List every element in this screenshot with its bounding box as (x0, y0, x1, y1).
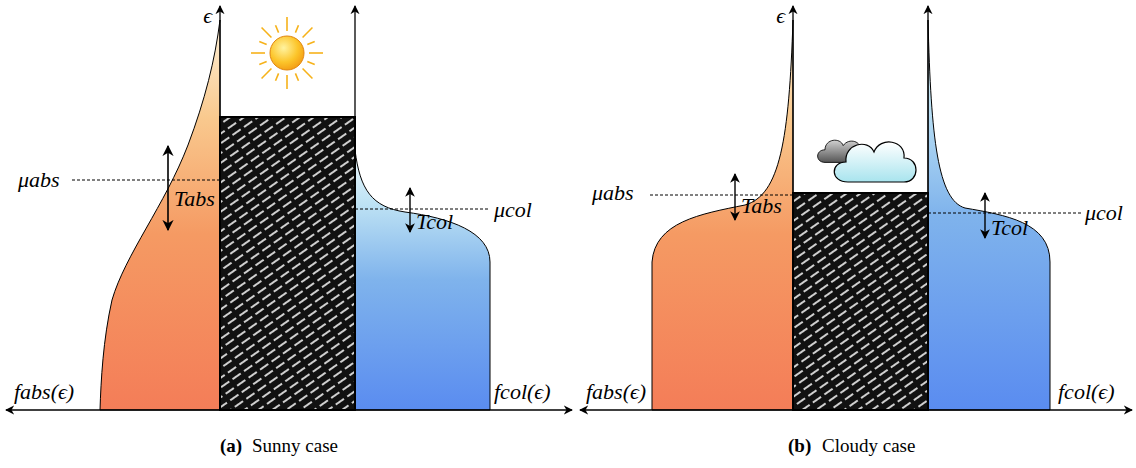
temperature-label: Tcol (416, 210, 453, 234)
sun-ray (276, 25, 279, 32)
sun-ray (309, 52, 323, 54)
sun-ray (307, 61, 314, 64)
sun-ray (259, 42, 266, 45)
sunny-panel (6, 6, 572, 410)
temperature-label: Tabs (174, 187, 215, 211)
temperature-arrow (984, 193, 985, 238)
caption-text: Sunny case (252, 436, 338, 457)
energy-axis (927, 6, 928, 410)
distribution-axis (6, 409, 572, 410)
distribution-label: fabs(ϵ) (14, 380, 74, 404)
energy-axis (354, 6, 355, 410)
sun-ray (262, 28, 272, 38)
collector-distribution (928, 20, 1050, 410)
temperature-arrow (167, 146, 169, 230)
sun-icon (251, 17, 323, 89)
chemical-potential-label: μcol (1085, 201, 1123, 225)
temperature-arrow (734, 174, 735, 220)
sun-ray (259, 61, 266, 64)
chemical-potential-label: μcol (494, 198, 532, 222)
caption-text: Cloudy case (822, 436, 915, 457)
hatched-barrier (220, 117, 355, 410)
chemical-potential-label: μabs (592, 181, 634, 205)
caption-tag: (a) (220, 436, 242, 457)
absorber-distribution (100, 20, 220, 410)
distribution-axis (580, 409, 1132, 410)
chemical-potential-line (72, 180, 220, 181)
axis-label: ϵ (203, 4, 212, 28)
temperature-arrow (409, 188, 410, 232)
sun-ray (295, 73, 298, 80)
distribution-label: fcol(ϵ) (1058, 380, 1115, 404)
sun-ray (276, 73, 279, 80)
hatched-barrier (793, 193, 928, 410)
sun-ray (286, 75, 288, 89)
cloudy-panel (580, 6, 1132, 410)
sun-ray (303, 69, 313, 79)
energy-axis (792, 6, 793, 410)
temperature-label: Tcol (991, 216, 1028, 240)
sun-ray (303, 28, 313, 38)
sun-ray (286, 17, 288, 31)
sun-ray (307, 42, 314, 45)
energy-axis (219, 6, 220, 410)
axis-label: ϵ (776, 4, 785, 28)
sun-ray (262, 69, 272, 79)
absorber-distribution (652, 20, 793, 410)
temperature-label: Tabs (741, 194, 782, 218)
collector-distribution (355, 150, 490, 410)
sun-disc (270, 36, 304, 70)
chemical-potential-label: μabs (18, 168, 60, 192)
sun-ray (251, 52, 265, 54)
caption-tag: (b) (788, 436, 811, 457)
chemical-potential-line (928, 213, 1082, 214)
distribution-label: fabs(ϵ) (586, 380, 646, 404)
cloud-icon (818, 140, 916, 182)
sun-ray (295, 25, 298, 32)
distribution-label: fcol(ϵ) (494, 380, 551, 404)
